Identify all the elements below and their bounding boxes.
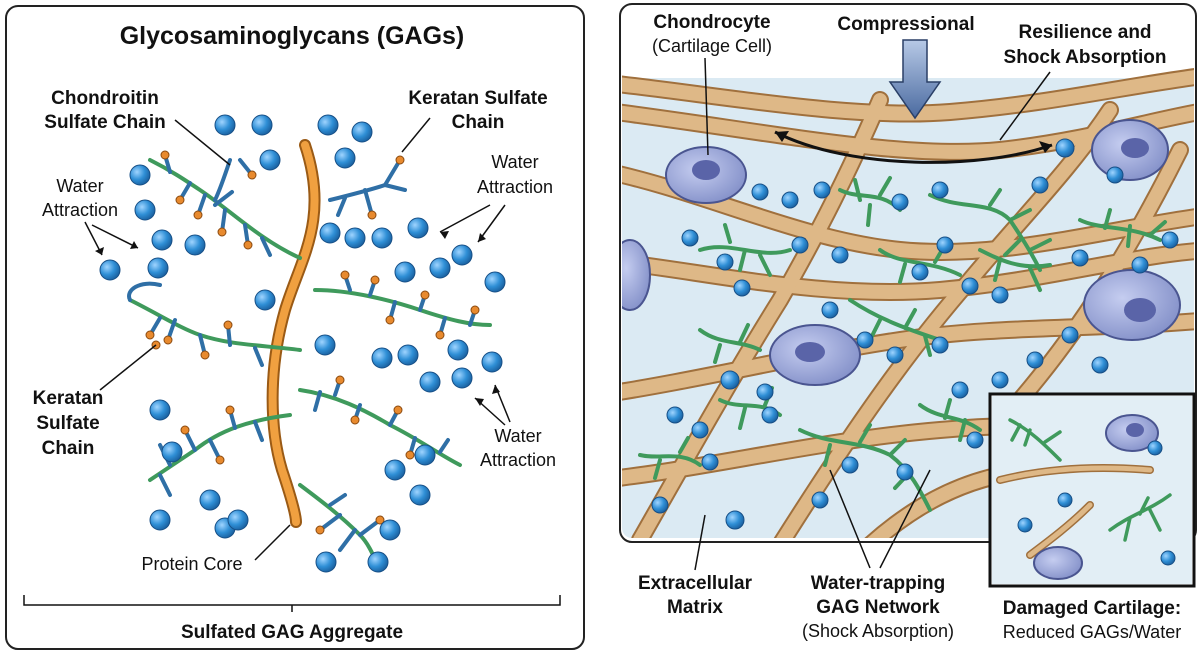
svg-text:Water: Water — [56, 176, 103, 196]
svg-text:Chondroitin: Chondroitin — [51, 88, 159, 109]
gag-chains-left — [127, 153, 492, 572]
svg-text:Damaged Cartilage:: Damaged Cartilage: — [1003, 598, 1181, 619]
svg-text:Attraction: Attraction — [480, 450, 556, 470]
label-water-right-top: Water Attraction — [439, 152, 553, 243]
left-panel-footer: Sulfated GAG Aggregate — [181, 622, 403, 643]
label-damaged: Damaged Cartilage: Reduced GAGs/Water — [1003, 598, 1181, 642]
water-molecules-left — [99, 114, 506, 573]
svg-text:Keratan Sulfate: Keratan Sulfate — [408, 88, 547, 109]
aggregate-bracket — [23, 595, 561, 612]
label-water-right-bottom: Water Attraction — [474, 384, 556, 470]
svg-text:Resilience and: Resilience and — [1018, 22, 1151, 43]
svg-text:Chain: Chain — [42, 438, 95, 459]
svg-text:Keratan: Keratan — [33, 388, 104, 409]
left-panel-title: Glycosaminoglycans (GAGs) — [120, 22, 465, 50]
svg-text:Shock Absorption: Shock Absorption — [1004, 47, 1167, 68]
svg-text:Water: Water — [491, 152, 538, 172]
svg-text:Water: Water — [494, 426, 541, 446]
svg-text:Chondrocyte: Chondrocyte — [653, 12, 770, 33]
svg-text:Sulfate: Sulfate — [36, 413, 99, 434]
gag-network — [638, 176, 1167, 512]
resilience-arrow — [774, 130, 1053, 164]
damaged-cartilage-inset — [988, 392, 1196, 588]
label-keratan-left: Keratan Sulfate Chain — [33, 344, 157, 459]
label-ecm: Extracellular Matrix — [638, 514, 753, 618]
svg-text:GAG Network: GAG Network — [816, 597, 940, 618]
svg-text:Reduced GAGs/Water: Reduced GAGs/Water — [1003, 622, 1181, 642]
chondrocyte-cells — [622, 119, 1181, 386]
left-panel-frame — [5, 5, 585, 650]
svg-text:Water-trapping: Water-trapping — [811, 573, 945, 594]
svg-text:Chain: Chain — [452, 112, 505, 133]
svg-text:(Shock Absorption): (Shock Absorption) — [802, 621, 954, 641]
svg-text:Protein Core: Protein Core — [141, 554, 242, 574]
water-molecules-right — [651, 138, 1179, 530]
label-chondrocyte: Chondrocyte (Cartilage Cell) — [640, 8, 790, 156]
label-chondroitin: Chondroitin Sulfate Chain — [44, 88, 231, 166]
sulfate-groups-left — [145, 150, 480, 535]
label-keratan-top: Keratan Sulfate Chain — [401, 88, 548, 153]
label-water-left: Water Attraction — [42, 176, 139, 256]
svg-text:(Cartilage Cell): (Cartilage Cell) — [652, 36, 772, 56]
svg-text:Extracellular: Extracellular — [638, 573, 753, 594]
label-resilience: Resilience and Shock Absorption — [999, 22, 1167, 141]
svg-text:Sulfate Chain: Sulfate Chain — [44, 112, 165, 133]
label-protein-core: Protein Core — [141, 524, 291, 574]
label-gag-network: Water-trapping GAG Network (Shock Absorp… — [802, 469, 954, 641]
svg-text:Attraction: Attraction — [42, 200, 118, 220]
svg-text:Matrix: Matrix — [667, 597, 723, 618]
compression-arrow — [888, 39, 942, 120]
label-compressional: Compressional — [837, 14, 974, 35]
svg-text:Attraction: Attraction — [477, 177, 553, 197]
